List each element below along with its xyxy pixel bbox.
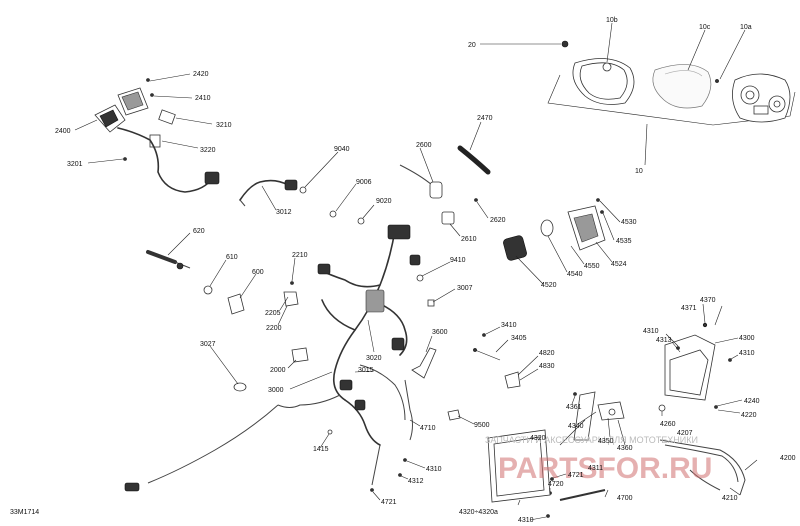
label-4210: 4210: [722, 495, 738, 502]
watermark: ЗАПЧАСТИ И АКСЕССУАРЫ ДЛЯ МОТОТЕХНИКИ PA…: [485, 435, 712, 485]
nut-20: [561, 40, 569, 48]
label-9040: 9040: [334, 146, 350, 153]
label-4550: 4550: [584, 263, 600, 270]
label-4200: 4200: [780, 455, 796, 462]
label-3405: 3405: [511, 335, 527, 342]
label-4360: 4360: [617, 445, 633, 452]
label-3600: 3600: [432, 329, 448, 336]
label-9006: 9006: [356, 179, 372, 186]
instrument-cluster-group: [480, 22, 796, 166]
label-2610: 2610: [461, 236, 477, 243]
label-10: 10: [635, 168, 643, 175]
label-3007: 3007: [457, 285, 473, 292]
relay-group-4500: [503, 198, 621, 285]
label-4260: 4260: [660, 421, 676, 428]
label-2620: 2620: [490, 217, 506, 224]
label-4320: 4320÷4320a: [459, 509, 498, 516]
label-2000: 2000: [270, 367, 286, 374]
label-3020: 3020: [366, 355, 382, 362]
ecu-box-4320: [487, 429, 551, 506]
cable-3027: [124, 345, 333, 492]
sensor-620-group: [146, 232, 309, 369]
label-10c: 10c: [699, 24, 711, 31]
label-4540: 4540: [567, 271, 583, 278]
label-4310-d: 4310: [426, 466, 442, 473]
label-4710: 4710: [420, 425, 436, 432]
label-4310-a: 4310: [643, 328, 659, 335]
watermark-brand: PARTSFOR.RU: [498, 452, 712, 485]
label-4820: 4820: [539, 350, 555, 357]
label-4350: 4350: [598, 438, 614, 445]
label-4520: 4520: [541, 282, 557, 289]
bracket-4340-group: [559, 391, 758, 496]
label-3027: 3027: [200, 341, 216, 348]
label-4313: 4313: [656, 337, 672, 344]
label-3015: 3015: [358, 367, 374, 374]
label-4535: 4535: [616, 238, 632, 245]
label-1415: 1415: [313, 446, 329, 453]
label-4310-c: 4310: [518, 517, 534, 524]
label-2470: 2470: [477, 115, 493, 122]
label-4721-a: 4721: [568, 472, 584, 479]
label-2420: 2420: [193, 71, 209, 78]
bezel-10b: [572, 58, 635, 105]
label-2200: 2200: [266, 325, 282, 332]
label-4361: 4361: [566, 404, 582, 411]
label-4240: 4240: [744, 398, 760, 405]
label-4830: 4830: [539, 363, 555, 370]
main-harness-3000: [277, 224, 456, 486]
label-4524: 4524: [611, 261, 627, 268]
label-2400: 2400: [55, 128, 71, 135]
label-4312: 4312: [408, 478, 424, 485]
label-10a: 10a: [740, 24, 752, 31]
lens-10c: [652, 64, 712, 109]
label-4340: 4340: [568, 423, 584, 430]
label-4220: 4220: [741, 412, 757, 419]
label-620: 620: [193, 228, 205, 235]
label-4310-b: 4310: [739, 350, 755, 357]
label-3201: 3201: [67, 161, 83, 168]
label-4530: 4530: [621, 219, 637, 226]
label-10b: 10b: [606, 17, 618, 24]
label-9500: 9500: [474, 422, 490, 429]
label-20: 20: [468, 42, 476, 49]
small-harness-3012: [239, 151, 375, 225]
label-2600: 2600: [416, 142, 432, 149]
label-4371: 4371: [681, 305, 697, 312]
label-4721-b: 4721: [381, 499, 397, 506]
label-4300: 4300: [739, 335, 755, 342]
label-3000: 3000: [268, 387, 284, 394]
drawing-code: 33M1714: [10, 509, 39, 516]
label-610: 610: [226, 254, 238, 261]
label-600: 600: [252, 269, 264, 276]
label-4207: 4207: [677, 430, 693, 437]
label-3410: 3410: [501, 322, 517, 329]
gauge-10a: [715, 73, 791, 123]
cable-4710-group: [370, 379, 475, 501]
label-4370: 4370: [700, 297, 716, 304]
sensor-2600-group: [399, 121, 491, 237]
label-4720: 4720: [548, 481, 564, 488]
label-4700: 4700: [617, 495, 633, 502]
handlebar-switch-group: [74, 73, 220, 193]
watermark-tagline: ЗАПЧАСТИ И АКСЕССУАРЫ ДЛЯ МОТОТЕХНИКИ: [485, 435, 698, 445]
label-9410: 9410: [450, 257, 466, 264]
label-2410: 2410: [195, 95, 211, 102]
label-4311: 4311: [588, 465, 603, 472]
label-2210: 2210: [292, 252, 308, 259]
bracket-4300-group: [658, 303, 743, 416]
label-3210: 3210: [216, 122, 232, 129]
label-2205: 2205: [265, 310, 281, 317]
callout-labels: 20 10b 10c 10a 10 2420 2410 3210 2400 32…: [10, 17, 796, 524]
label-4320-b: 4320: [530, 435, 546, 442]
label-9020: 9020: [376, 198, 392, 205]
bracket-3600-group: [411, 326, 539, 389]
label-3220: 3220: [200, 147, 216, 154]
label-3012: 3012: [276, 209, 292, 216]
